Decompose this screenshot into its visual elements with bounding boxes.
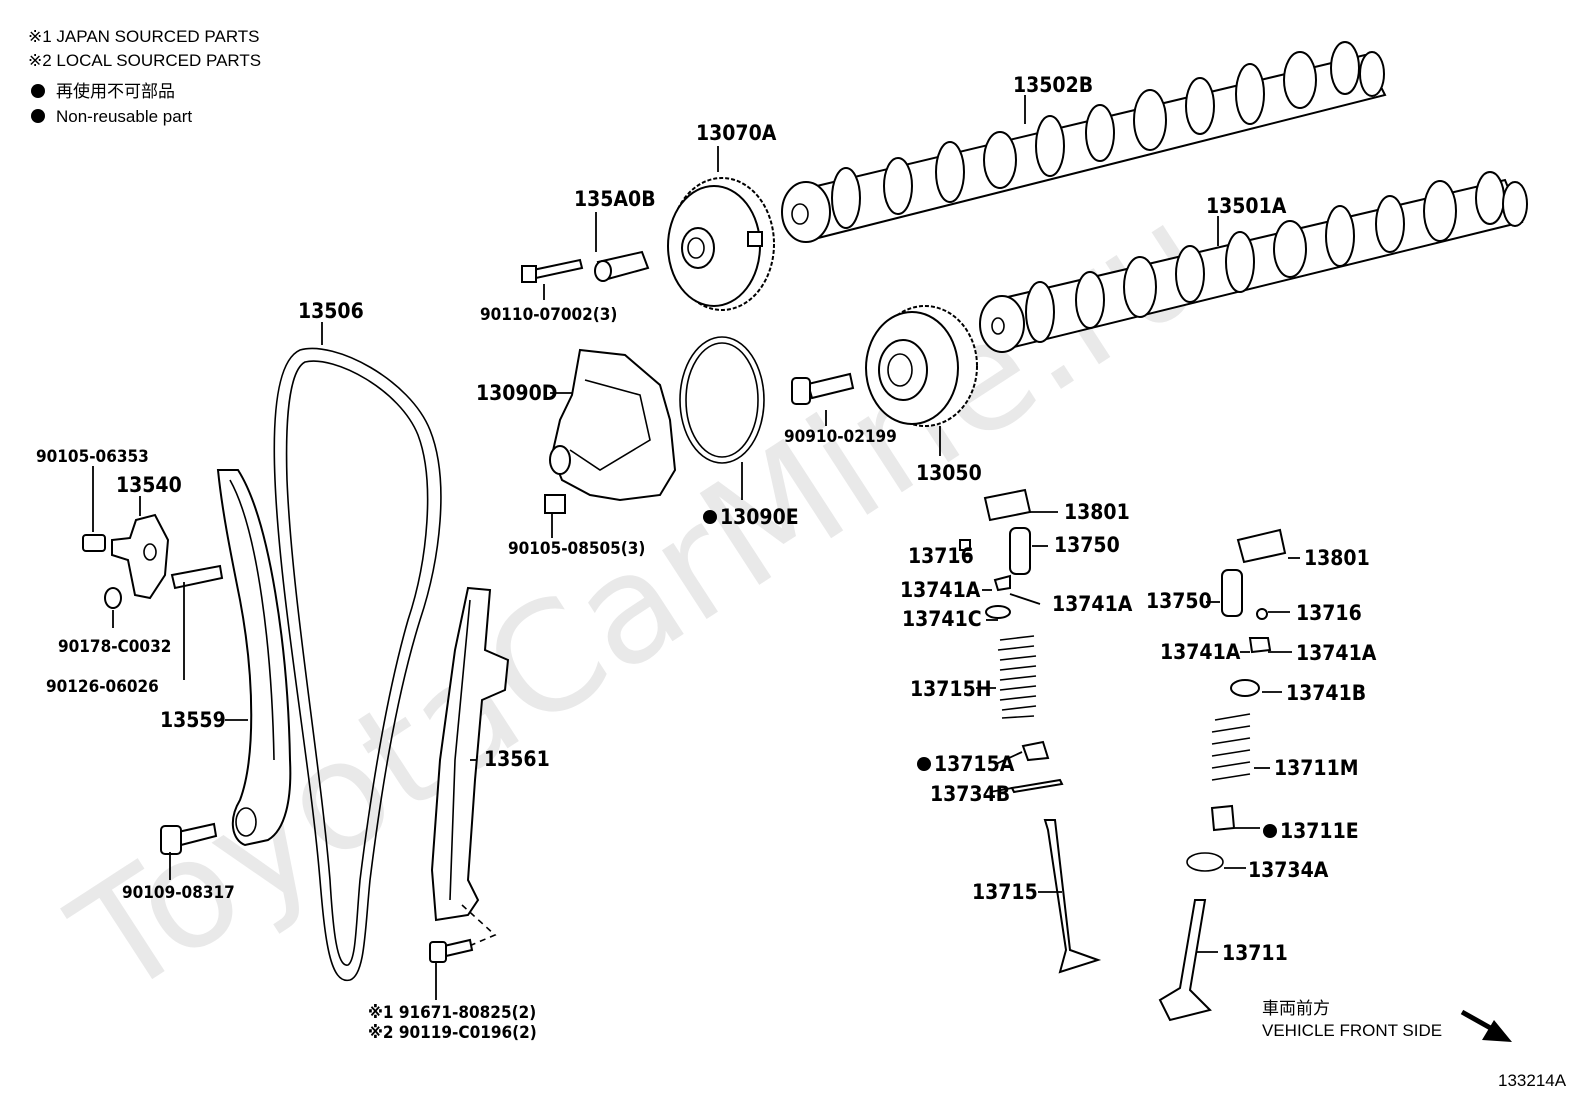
part-label-13734b: 13734B <box>930 782 1010 806</box>
part-label-13715h: 13715H <box>910 677 992 701</box>
part-label-13801-exhaust: 13801 <box>1304 546 1370 570</box>
front-arrow-icon <box>1460 1009 1496 1033</box>
legend: ※1 JAPAN SOURCED PARTS ※2 LOCAL SOURCED … <box>28 27 261 126</box>
leader-lines <box>92 95 1300 1000</box>
part-label-13750-intake: 13750 <box>1054 533 1120 557</box>
chain-guide-13561-drawing <box>430 586 510 953</box>
nonreusable-dot-icon <box>703 510 717 524</box>
part-label-90105-06353: 90105-06353 <box>36 447 149 467</box>
valve-train-exhaust-drawing <box>1158 528 1287 1022</box>
part-label-13561: 13561 <box>484 747 550 771</box>
part-label-13741b: 13741B <box>1286 681 1366 705</box>
nonreusable-dot-icon <box>31 84 45 98</box>
cam-timing-gear-13050-drawing <box>865 305 978 427</box>
part-labels: 13502B 13501A 13070A 135A0B 90110-07002(… <box>36 73 1377 1043</box>
part-label-13559: 13559 <box>160 708 226 732</box>
part-label-13715: 13715 <box>972 880 1038 904</box>
part-label-13741a-intake-left: 13741A <box>900 578 981 602</box>
camshaft-13501a-drawing <box>979 171 1528 353</box>
timing-cover-13090d-drawing <box>544 348 677 514</box>
part-label-135a0b: 135A0B <box>574 187 656 211</box>
part-label-13502b: 13502B <box>1013 73 1093 97</box>
nonreusable-dot-icon <box>31 109 45 123</box>
vehicle-front-en: VEHICLE FRONT SIDE <box>1262 1021 1442 1040</box>
gasket-13090e-drawing <box>679 336 765 464</box>
bolt-90910-drawing <box>791 372 855 405</box>
part-label-13715a: 13715A <box>934 752 1015 776</box>
part-label-90910: 90910-02199 <box>784 427 897 447</box>
part-label-13741c: 13741C <box>902 607 982 631</box>
bolt-91671-drawing <box>429 938 474 963</box>
part-label-13741a-exhaust-right: 13741A <box>1296 641 1377 665</box>
part-label-91671: ※1 91671-80825(2) <box>368 1003 536 1023</box>
sensor-135a0b-drawing <box>521 250 650 283</box>
part-label-13716-intake: 13716 <box>908 544 974 568</box>
part-label-13050: 13050 <box>916 461 982 485</box>
nonreusable-dot-icon <box>917 757 931 771</box>
part-label-13711m: 13711M <box>1274 756 1359 780</box>
part-label-13711e: 13711E <box>1280 819 1359 843</box>
chain-tensioner-13540-drawing <box>82 513 224 609</box>
part-label-90110: 90110-07002(3) <box>480 305 617 325</box>
part-label-90109: 90109-08317 <box>122 883 235 903</box>
part-label-90126: 90126-06026 <box>46 677 159 697</box>
part-label-13716-exhaust: 13716 <box>1296 601 1362 625</box>
figure-id: 133214A <box>1498 1071 1567 1090</box>
cam-timing-gear-13070a-drawing <box>667 177 775 311</box>
part-label-13090d: 13090D <box>476 381 557 405</box>
part-label-90178: 90178-C0032 <box>58 637 171 657</box>
part-label-13501a: 13501A <box>1206 194 1287 218</box>
part-label-13711: 13711 <box>1222 941 1288 965</box>
part-label-13750-exhaust: 13750 <box>1146 589 1212 613</box>
legend-nonreusable-jp: 再使用不可部品 <box>56 81 175 101</box>
nonreusable-dot-icon <box>1263 824 1277 838</box>
vehicle-front-indicator: 車両前方 VEHICLE FRONT SIDE <box>1262 999 1512 1042</box>
part-label-13801-intake: 13801 <box>1064 500 1130 524</box>
legend-note-local: ※2 LOCAL SOURCED PARTS <box>28 51 261 70</box>
front-arrow-head-icon <box>1482 1020 1512 1042</box>
legend-note-japan: ※1 JAPAN SOURCED PARTS <box>28 27 260 46</box>
part-label-13090e: 13090E <box>720 505 799 529</box>
bolt-90109-drawing <box>160 822 218 855</box>
part-label-13506: 13506 <box>298 299 364 323</box>
part-label-13741a-exhaust-left: 13741A <box>1160 640 1241 664</box>
part-label-13540: 13540 <box>116 473 182 497</box>
legend-nonreusable-en: Non-reusable part <box>56 107 192 126</box>
vehicle-front-jp: 車両前方 <box>1262 999 1330 1018</box>
part-label-13741a-intake-right: 13741A <box>1052 592 1133 616</box>
valve-train-intake-drawing <box>959 488 1102 974</box>
timing-chain-13506-drawing <box>273 347 442 982</box>
chain-guide-13559-drawing <box>216 469 292 847</box>
part-label-90105-08505: 90105-08505(3) <box>508 539 645 559</box>
part-label-90119: ※2 90119-C0196(2) <box>368 1023 537 1043</box>
part-label-13734a: 13734A <box>1248 858 1329 882</box>
camshaft-13502b-drawing <box>781 41 1387 243</box>
part-label-13070a: 13070A <box>696 121 777 145</box>
